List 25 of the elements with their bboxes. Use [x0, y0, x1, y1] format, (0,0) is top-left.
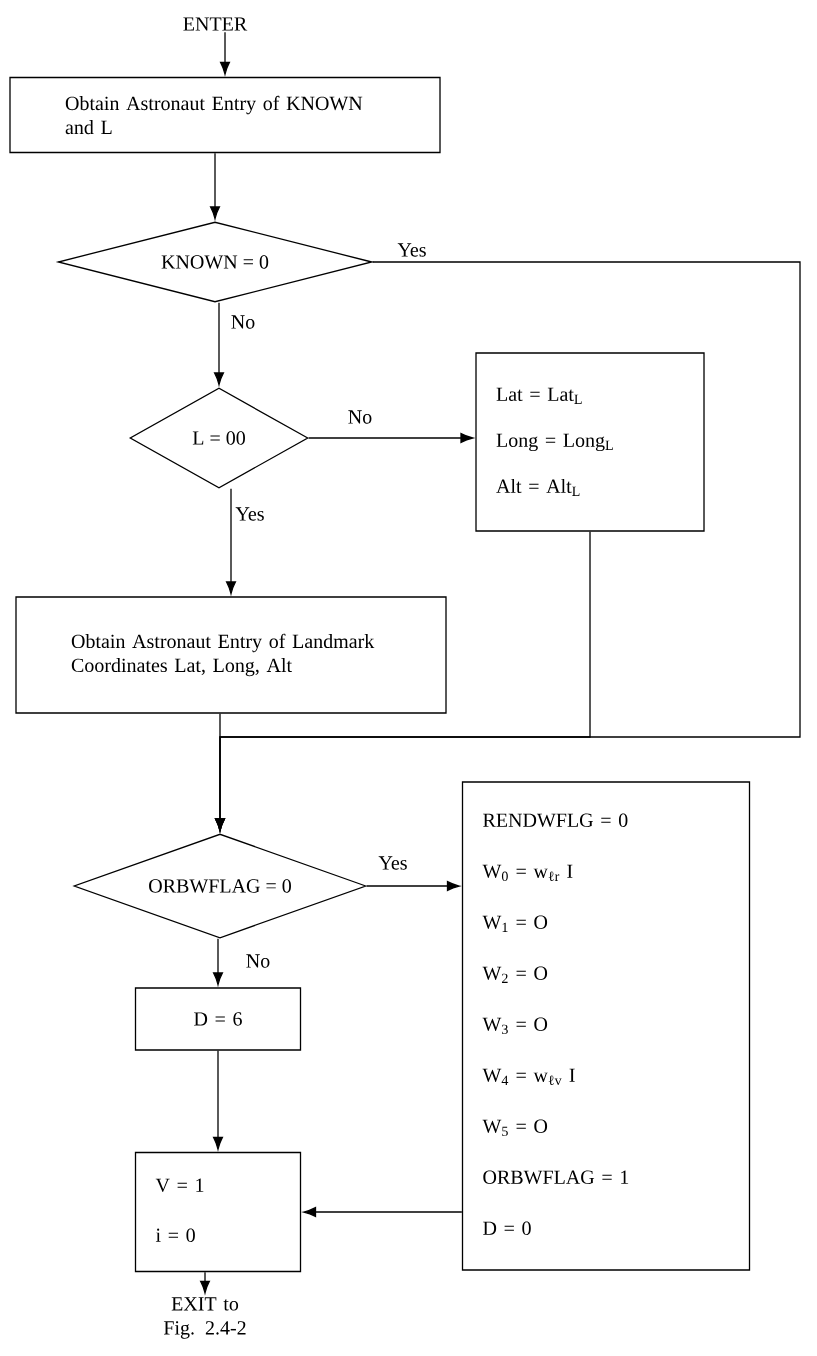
edge-label: Yes: [377, 855, 409, 871]
arrow: [366, 881, 460, 892]
arrow: [214, 713, 226, 832]
arrow: [219, 31, 231, 75]
edge-label: No: [229, 314, 257, 330]
edge-label: Yes: [234, 506, 266, 522]
arrow: [209, 152, 221, 220]
edge-label: Yes: [396, 242, 428, 258]
arrow: [225, 488, 237, 595]
process-box: Obtain Astronaut Entry of Landmark Coordinates Lat, Long, Alt: [15, 596, 447, 714]
process-box: Lat = Lat$_{L}$ Long = Long$_{L}$ Alt = Alt$_{L}$: [475, 352, 705, 532]
terminal-label: ENTER: [183, 17, 248, 31]
process-box: Obtain Astronaut Entry of KNOWN and L: [9, 76, 441, 154]
edge-label: No: [244, 953, 272, 969]
process-box: V = 1 i = 0: [134, 1151, 302, 1273]
edge-label: No: [346, 409, 374, 425]
arrow: [308, 432, 474, 444]
arrow: [212, 1050, 224, 1150]
terminal-label: EXIT to Fig. 2.4-2: [163, 1297, 246, 1339]
arrow: [213, 302, 225, 386]
arrow: [303, 1207, 463, 1218]
process-box: D = 6: [134, 987, 302, 1051]
arrow: [199, 1271, 211, 1294]
process-box: RENDWFLG = 0 W$_{0}$ = w$_{ℓr}$ I W$_{1}$ = O W$_{2}$ = O W$_{3}$ = O W$_{4}$ = w$_{ℓv}$ I W$_{5}$ = O ORBWFLAG = 1 D = 0: [461, 781, 751, 1271]
arrow: [212, 938, 224, 986]
